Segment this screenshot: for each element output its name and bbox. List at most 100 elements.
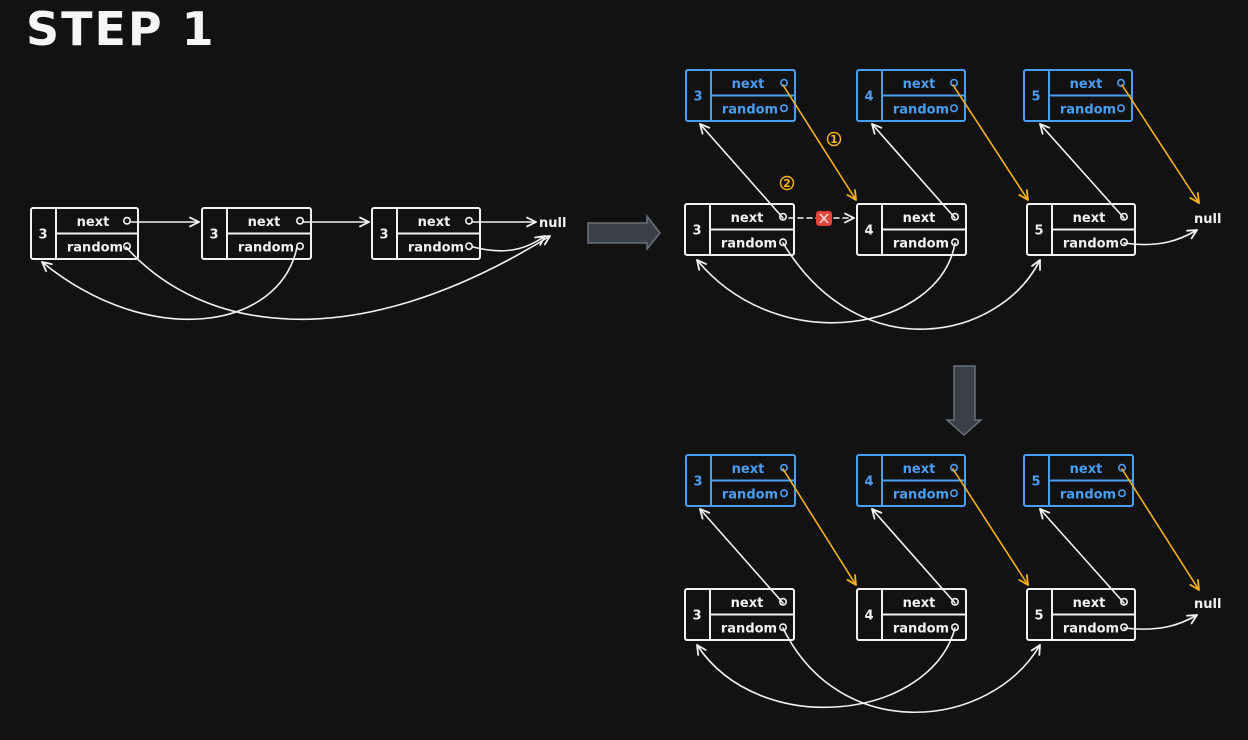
random-label: random [1060,487,1116,502]
random-arrow [41,246,298,320]
next-label: next [1073,211,1106,226]
next-label: next [731,596,764,611]
next-label: next [903,596,936,611]
pointer-dot [778,238,787,247]
copy-next-arrow [1121,84,1200,204]
pointer-dot [464,242,473,251]
random-label: random [408,240,464,255]
step-badge-2 [779,175,795,191]
pointer-dot [950,597,959,606]
node-value: 3 [693,90,702,105]
next-label: next [418,215,451,230]
pointer-dot [295,216,304,225]
null-label: null [1194,212,1221,227]
copy-next-arrow [782,84,857,201]
copy-next-arrow [782,468,857,586]
node-1-2: 3 next random [201,207,312,260]
node-value: 3 [379,228,388,243]
random-label: random [1060,102,1116,117]
next-label: next [732,462,765,477]
copy-node-2-3: 5 next random [1023,69,1133,122]
pointer-dot [464,216,473,225]
step-badge-2-label: 2 [783,177,791,190]
orig-node-3-3: 5 next random [1026,588,1136,641]
random-arrow [1123,229,1198,246]
next-label: next [1073,596,1106,611]
step-badge-1-label: 1 [830,133,838,146]
pointer-dot [1118,489,1127,498]
pointer-dot [1117,104,1126,113]
random-label: random [1063,621,1119,636]
copy-next-arrow [952,468,1029,586]
pointer-dot [1120,597,1129,606]
pointer-dot [1120,238,1129,247]
next-label: next [732,77,765,92]
random-label: random [893,487,949,502]
node-value: 3 [209,228,218,243]
random-arrow [696,242,956,324]
node-value: 3 [38,228,47,243]
link-to-copy [699,123,784,219]
orig-node-2-1: 3 next random [684,203,795,256]
next-label: next [903,211,936,226]
next-label: next [248,215,281,230]
link-to-copy [1039,508,1125,604]
node-value: 3 [693,475,702,490]
step-badge-1 [826,131,842,147]
random-label: random [1063,236,1119,251]
node-value: 5 [1031,90,1040,105]
page-title: STEP 1 [26,2,216,56]
node-value: 5 [1034,609,1043,624]
cross-icon [819,213,829,224]
next-label: next [731,211,764,226]
pointer-dot [949,489,958,498]
transition-arrow-down [945,365,983,437]
random-arrow [1123,614,1198,630]
node-value: 3 [692,224,701,239]
link-to-copy [699,508,784,604]
next-label: next [903,462,936,477]
random-label: random [67,240,123,255]
node-value: 5 [1031,475,1040,490]
node-value: 4 [864,609,873,624]
pointer-dot [779,78,788,87]
random-arrow [472,235,546,252]
random-label: random [893,621,949,636]
pointer-dot [949,104,958,113]
pointer-dot [123,242,132,251]
copy-node-2-1: 3 next random [685,69,796,122]
random-label: random [722,102,778,117]
pointer-dot [778,597,787,606]
pointer-dot [295,242,304,251]
node-1-1: 3 next random [30,207,139,260]
link-to-copy [871,123,956,219]
random-arrow [125,235,551,321]
pointer-dot [778,212,787,221]
random-label: random [721,236,777,251]
next-label: next [903,77,936,92]
random-label: random [893,236,949,251]
pointer-dot [1120,623,1129,632]
null-label: null [1194,597,1221,612]
pointer-dot [950,212,959,221]
node-value: 4 [864,475,873,490]
next-label: next [77,215,110,230]
pointer-dot [949,78,958,87]
transition-arrow-right [587,213,661,252]
link-to-copy [871,508,956,604]
null-label: null [539,216,566,231]
next-label: next [1070,77,1103,92]
node-value: 4 [864,90,873,105]
random-arrow [696,627,956,709]
random-label: random [722,487,778,502]
copy-node-3-1: 3 next random [685,454,796,507]
random-label: random [721,621,777,636]
random-label: random [238,240,294,255]
